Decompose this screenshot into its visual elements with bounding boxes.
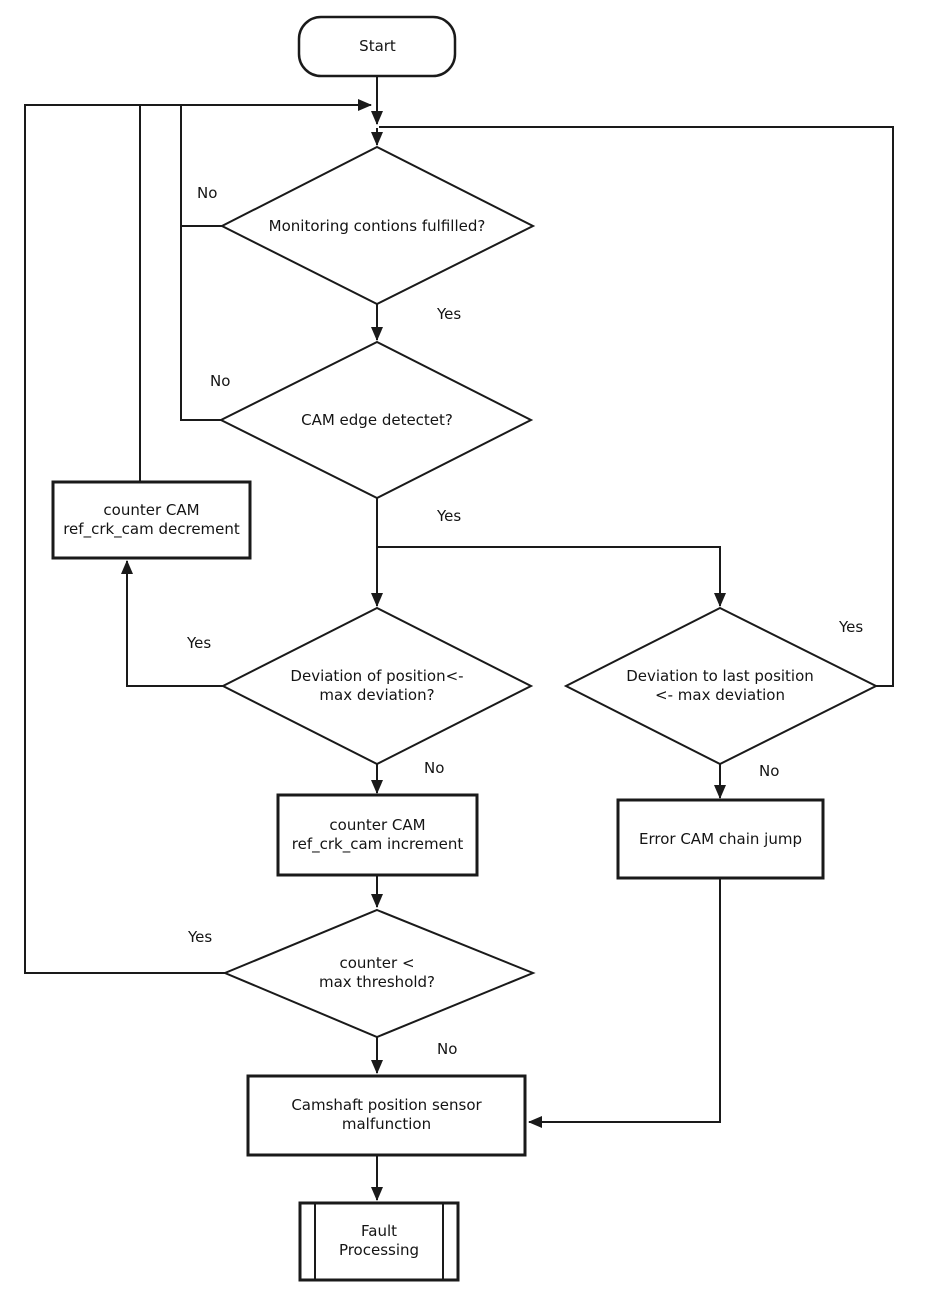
monitoring-no-label: No [197,184,218,202]
counter-threshold-line1: counter < [339,954,415,972]
counter-decrement-label: counter CAM ref_crk_cam decrement [55,501,248,539]
counter-threshold-no-label: No [437,1040,458,1058]
start-label: Start [359,37,396,55]
counter-threshold-label: counter < max threshold? [227,954,527,992]
counter-threshold-line2: max threshold? [318,973,436,991]
edge-threshold-yes-loop [24,99,372,974]
counter-threshold-yes-label: Yes [188,928,213,946]
start-terminator-shape [297,15,457,78]
deviation-position-label: Deviation of position<- max deviation? [227,667,527,705]
monitoring-decision-shape [219,145,536,306]
counter-decrement-line2: ref_crk_cam decrement [63,520,240,538]
edge-deviation-last-yes-return [379,126,894,687]
counter-increment-label: counter CAM ref_crk_cam increment [280,816,475,854]
counter-decrement-line1: counter CAM [103,501,200,519]
cam-edge-label: CAM edge detectet? [301,411,453,429]
deviation-last-no-label: No [759,762,780,780]
cam-edge-decision-shape [218,340,534,500]
deviation-position-decision-shape [220,606,534,766]
edge-deviation-position-yes [121,560,223,687]
monitoring-label: Monitoring contions fulfilled? [268,217,486,235]
cam-edge-yes-label: Yes [437,507,462,525]
deviation-last-line1: Deviation to last position [626,667,814,685]
deviation-last-decision-shape [563,606,879,766]
counter-increment-line2: ref_crk_cam increment [291,835,464,853]
fault-processing-box-shape [298,1201,460,1282]
fault-processing-label: Fault Processing [316,1222,442,1260]
counter-decrement-box-shape [51,480,252,560]
fault-processing-line2: Processing [338,1241,420,1259]
deviation-position-no-label: No [424,759,445,777]
monitoring-yes-label: Yes [437,305,462,323]
counter-threshold-decision-shape [222,908,536,1039]
deviation-last-line2: <- max deviation [655,686,785,704]
malfunction-line1: Camshaft position sensor [291,1096,482,1114]
counter-increment-line1: counter CAM [329,816,426,834]
cam-edge-no-label: No [210,372,231,390]
counter-increment-box-shape [276,793,479,877]
deviation-position-line1: Deviation of position<- [290,667,464,685]
deviation-last-yes-label: Yes [839,618,864,636]
malfunction-box-shape [246,1074,527,1157]
deviation-position-line2: max deviation? [319,686,435,704]
error-cam-chain-label: Error CAM chain jump [639,830,802,848]
fault-processing-line1: Fault [361,1222,397,1240]
deviation-last-label: Deviation to last position <- max deviat… [570,667,870,705]
malfunction-label: Camshaft position sensor malfunction [250,1096,523,1134]
edge-cam-edge-yes-branch-right [377,546,726,607]
malfunction-line2: malfunction [341,1115,432,1133]
edge-error-to-malfunction [528,878,721,1128]
deviation-position-yes-label: Yes [187,634,212,652]
error-cam-chain-box-shape [616,798,825,880]
